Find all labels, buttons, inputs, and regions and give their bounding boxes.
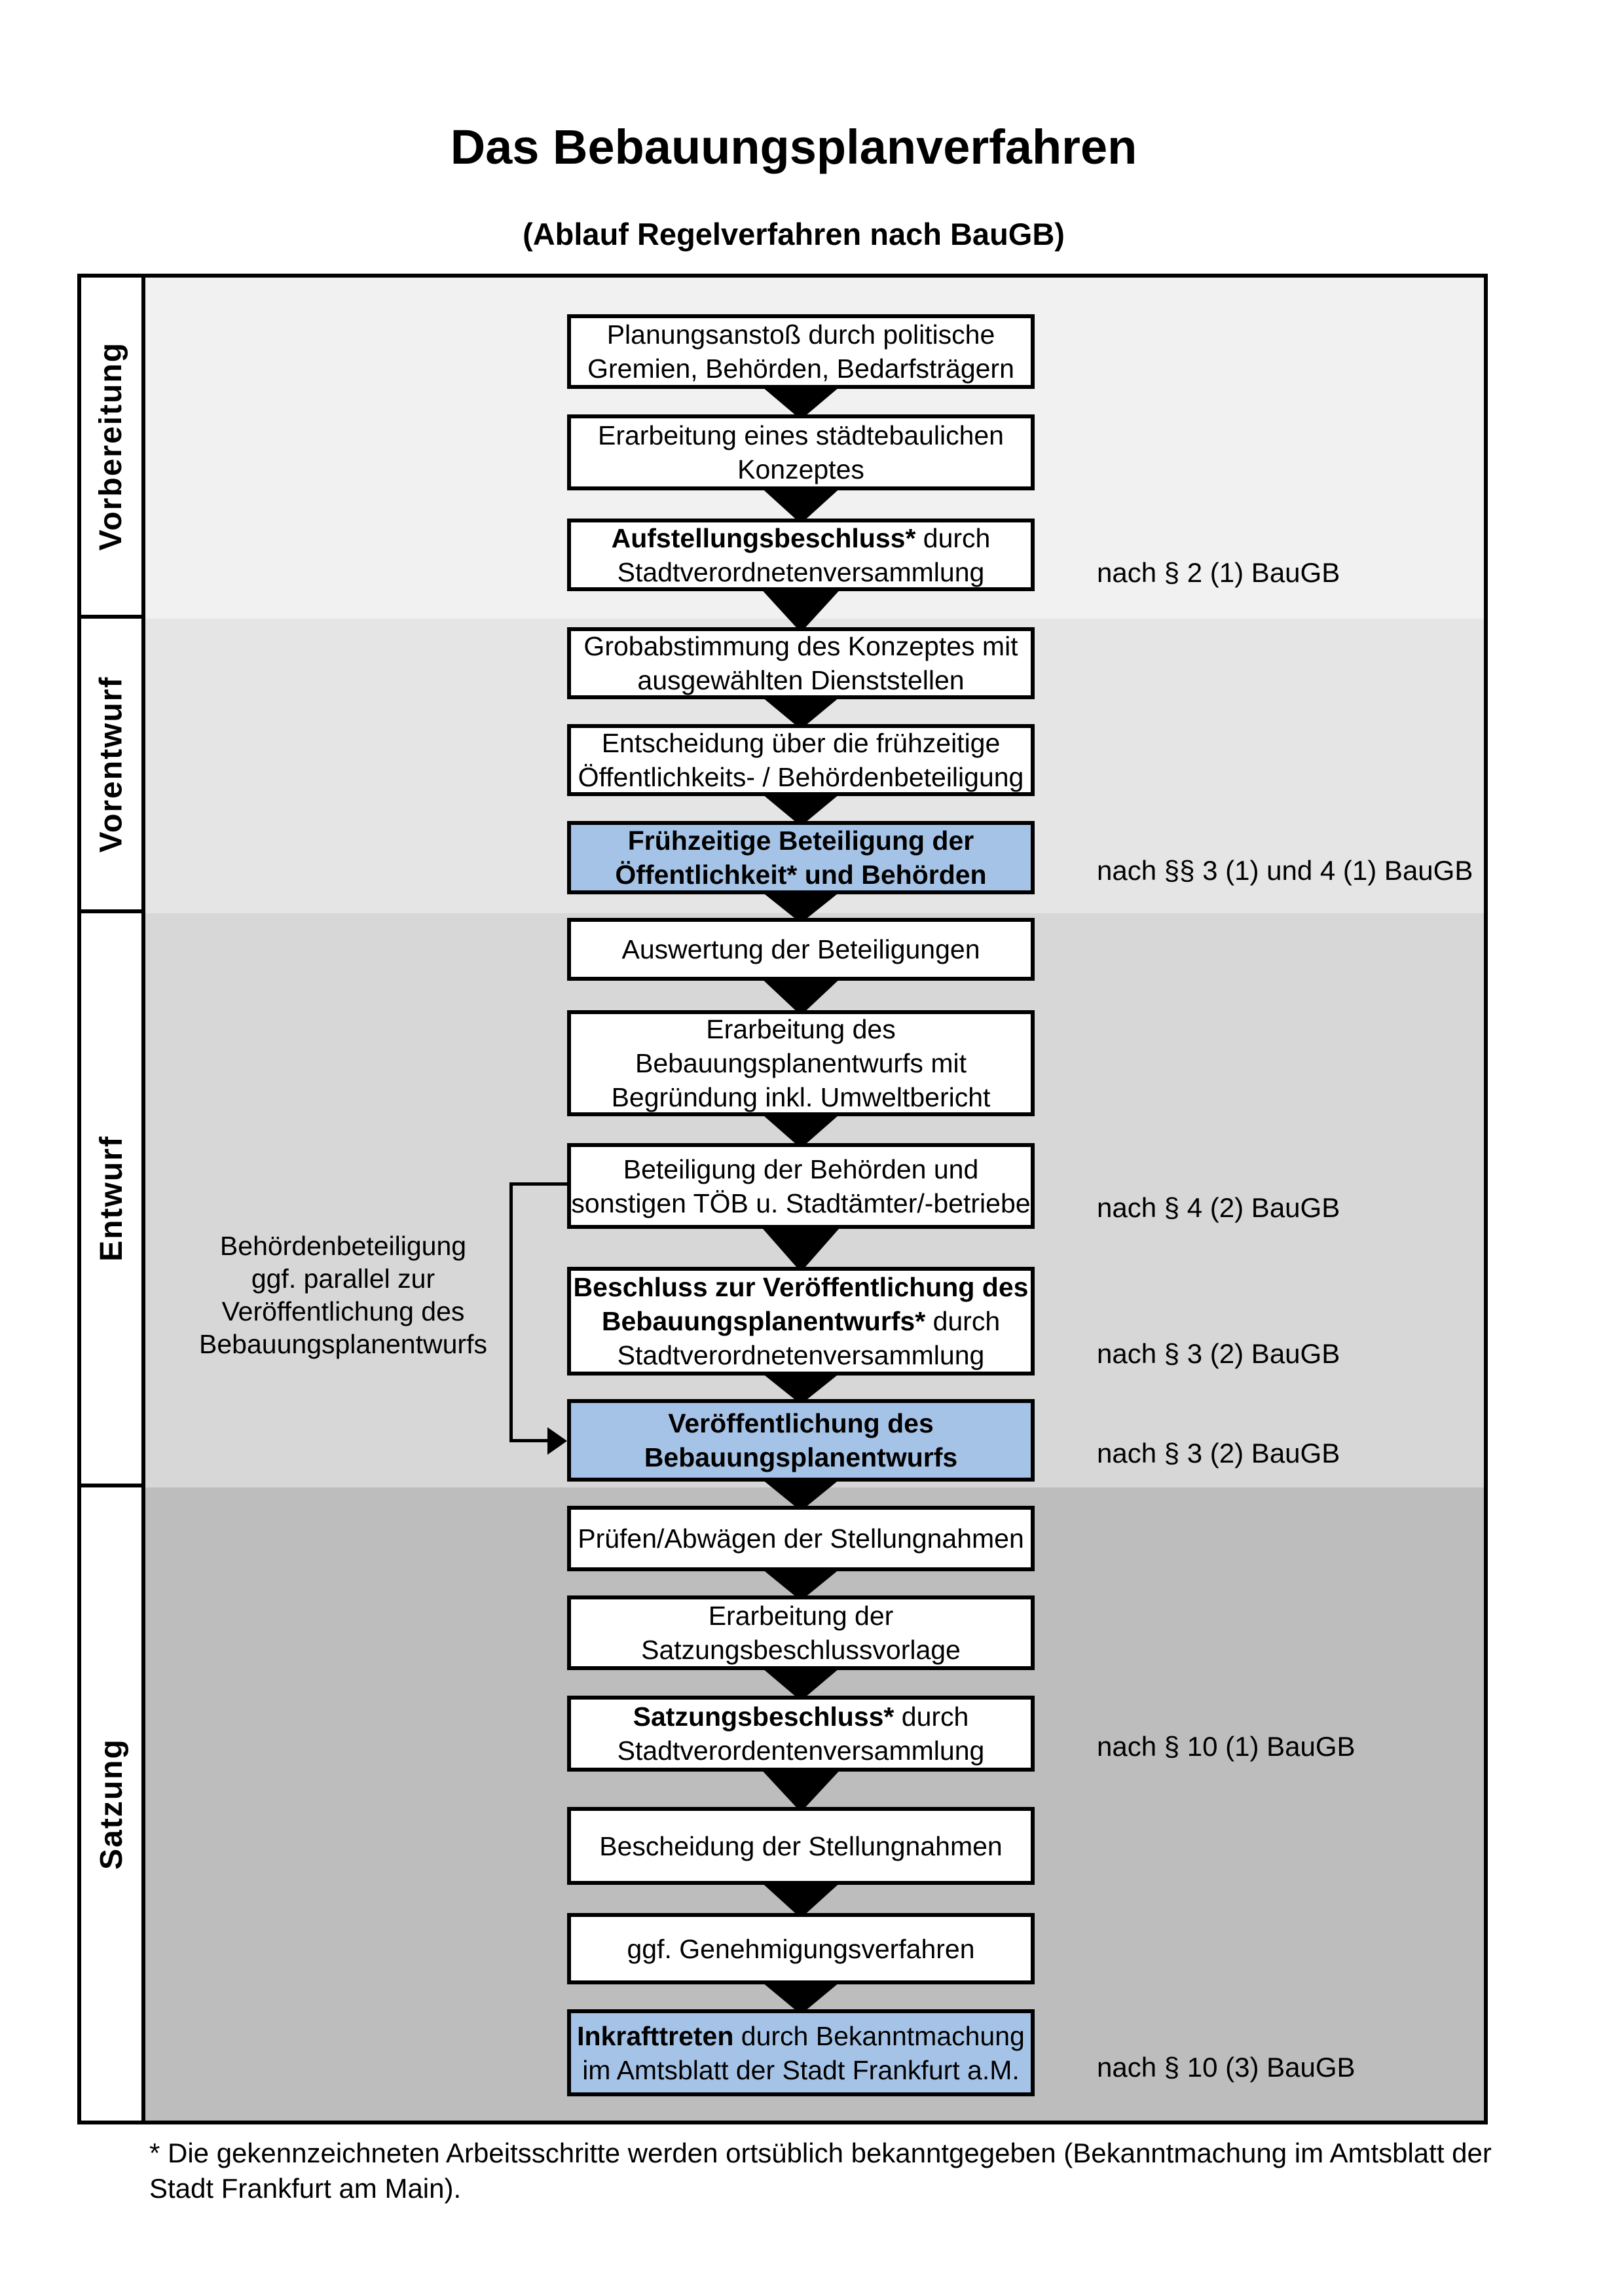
phase-cell-vorentwurf: Vorentwurf	[81, 619, 141, 913]
label-column-divider	[141, 278, 145, 2121]
flow-box-behoerdenbeteiligung: Beteiligung der Behörden und sonstigen T…	[567, 1143, 1035, 1229]
phase-cell-vorbereitung: Vorbereitung	[81, 278, 141, 619]
legal-ref-satzungsbeschluss: nach § 10 (1) BauGB	[1097, 1731, 1356, 1762]
flow-box-beschluss-veroeffentlichung: Beschluss zur Veröffentlichung des Bebau…	[567, 1267, 1035, 1376]
legal-ref-inkrafttreten: nach § 10 (3) BauGB	[1097, 2052, 1356, 2083]
page-title: Das Bebauungsplanverfahren	[450, 120, 1137, 174]
footnote: * Die gekennzeichneten Arbeitsschritte w…	[149, 2138, 1492, 2204]
phase-label-satzung: Satzung	[94, 1738, 129, 1870]
legal-ref-behoerdenbeteiligung: nach § 4 (2) BauGB	[1097, 1192, 1340, 1223]
legal-ref-aufstellungsbeschluss: nach § 2 (1) BauGB	[1097, 557, 1340, 588]
flow-box-staedtebauliches-konzept: Erarbeitung eines städtebaulichen Konzep…	[567, 414, 1035, 490]
phase-cell-satzung: Satzung	[81, 1487, 141, 2121]
flow-box-planungsanstoss: Planungsanstoß durch politische Gremien,…	[567, 314, 1035, 389]
flow-box-aufstellungsbeschluss: Aufstellungsbeschluss* durch Stadtverord…	[567, 519, 1035, 591]
flow-box-entscheidung-beteiligung: Entscheidung über die frühzeitige Öffent…	[567, 724, 1035, 796]
legal-ref-veroeffentlichung: nach § 3 (2) BauGB	[1097, 1438, 1340, 1468]
flow-box-satzungsbeschluss: Satzungsbeschluss* durch Stadtverordente…	[567, 1696, 1035, 1772]
phase-label-vorbereitung: Vorbereitung	[94, 341, 129, 551]
legal-ref-fruehzeitige-beteiligung: nach §§ 3 (1) und 4 (1) BauGB	[1097, 855, 1473, 886]
side-note-parallel-beteiligung: Behördenbeteiligung ggf. parallel zur Ve…	[199, 1231, 487, 1359]
flow-box-genehmigungsverfahren: ggf. Genehmigungsverfahren	[567, 1913, 1035, 1984]
flow-box-erarbeitung-entwurf: Erarbeitung des Bebauungsplanentwurfs mi…	[567, 1010, 1035, 1116]
phase-cell-entwurf: Entwurf	[81, 913, 141, 1487]
flow-box-satzungsbeschlussvorlage: Erarbeitung der Satzungsbeschlussvorlage	[567, 1595, 1035, 1670]
parallel-branch-connector-bottom	[509, 1439, 550, 1442]
flow-box-pruefen-abwaegen: Prüfen/Abwägen der Stellungnahmen	[567, 1506, 1035, 1571]
flow-box-fruehzeitige-beteiligung: Frühzeitige Beteiligung der Öffentlichke…	[567, 821, 1035, 894]
phase-label-entwurf: Entwurf	[94, 1135, 129, 1262]
page-subtitle: (Ablauf Regelverfahren nach BauGB)	[523, 217, 1065, 251]
parallel-branch-connector-top	[509, 1182, 567, 1186]
flow-box-auswertung: Auswertung der Beteiligungen	[567, 918, 1035, 981]
parallel-branch-connector-vertical	[509, 1182, 513, 1442]
flow-box-inkrafttreten: Inkrafttreten durch Bekanntmachung im Am…	[567, 2009, 1035, 2096]
flow-box-veroeffentlichung: Veröffentlichung des Bebauungsplanentwur…	[567, 1399, 1035, 1482]
legal-ref-beschluss-veroeffentlichung: nach § 3 (2) BauGB	[1097, 1338, 1340, 1369]
phase-label-vorentwurf: Vorentwurf	[94, 676, 129, 852]
flow-box-grobabstimmung: Grobabstimmung des Konzeptes mit ausgewä…	[567, 627, 1035, 699]
flow-box-bescheidung: Bescheidung der Stellungnahmen	[567, 1807, 1035, 1885]
